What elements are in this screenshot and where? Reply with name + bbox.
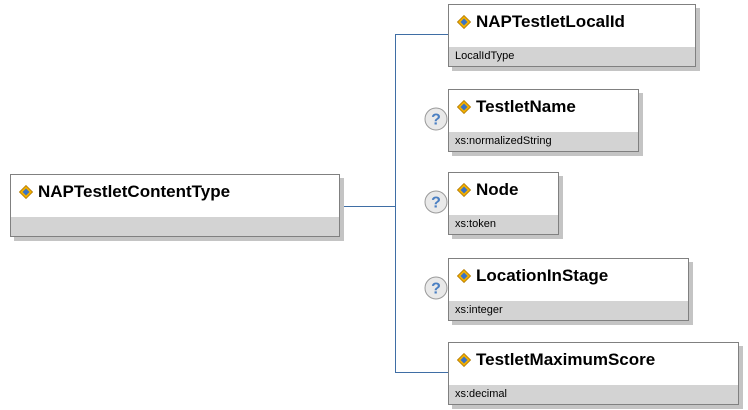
child-element-type: xs:integer [449, 301, 688, 320]
element-diamond-icon [19, 185, 33, 199]
child-element-header: TestletName [449, 90, 638, 124]
element-diamond-icon [457, 353, 471, 367]
child-element-name: TestletMaximumScore [476, 350, 656, 369]
child-element-box[interactable]: TestletName xs:normalizedString [448, 89, 639, 152]
element-diamond-icon [457, 269, 471, 283]
optional-marker-text: ? [431, 281, 441, 298]
child-element-header: TestletMaximumScore [449, 343, 738, 377]
child-element-header: Node [449, 173, 558, 207]
child-element-box[interactable]: Node xs:token [448, 172, 559, 235]
optional-question-icon: ? [424, 276, 448, 300]
child-element-header: LocationInStage [449, 259, 688, 293]
child-element-box[interactable]: TestletMaximumScore xs:decimal [448, 342, 739, 405]
element-diamond-icon [457, 15, 471, 29]
child-element-name: NAPTestletLocalId [476, 12, 625, 31]
root-element-box[interactable]: NAPTestletContentType [10, 174, 340, 237]
child-element-type: LocalIdType [449, 47, 695, 66]
child-element-type: xs:token [449, 215, 558, 234]
root-element-header: NAPTestletContentType [11, 175, 339, 209]
element-diamond-icon [457, 100, 471, 114]
optional-marker-text: ? [431, 195, 441, 212]
child-element-header: NAPTestletLocalId [449, 5, 695, 39]
optional-question-icon: ? [424, 190, 448, 214]
child-element-name: TestletName [476, 97, 576, 116]
root-element-type [11, 217, 339, 236]
root-element-name: NAPTestletContentType [38, 182, 231, 201]
child-element-box[interactable]: LocationInStage xs:integer [448, 258, 689, 321]
child-element-box[interactable]: NAPTestletLocalId LocalIdType [448, 4, 696, 67]
child-element-name: Node [476, 180, 519, 199]
element-diamond-icon [457, 183, 471, 197]
child-element-type: xs:decimal [449, 385, 738, 404]
child-element-name: LocationInStage [476, 266, 609, 285]
optional-question-icon: ? [424, 107, 448, 131]
optional-marker-text: ? [431, 112, 441, 129]
child-element-type: xs:normalizedString [449, 132, 638, 151]
